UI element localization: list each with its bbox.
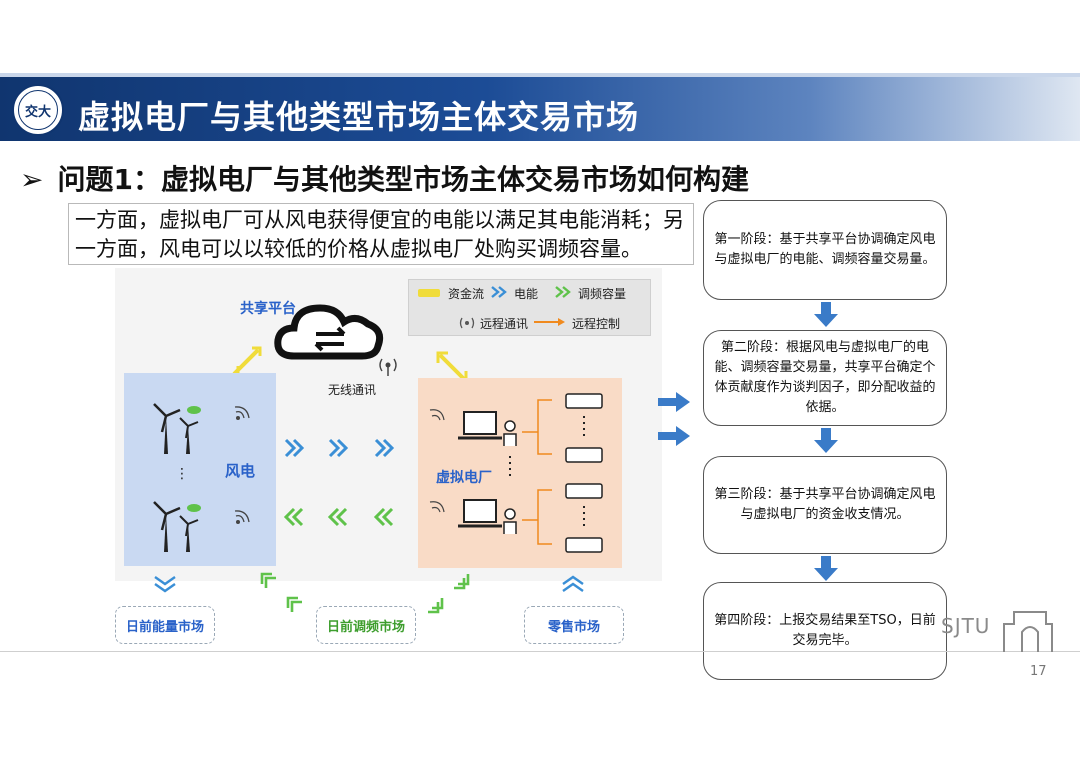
university-logo: 交大 bbox=[12, 84, 64, 136]
question-text: 问题1：虚拟电厂与其他类型市场主体交易市场如何构建 bbox=[57, 163, 749, 196]
footer-divider bbox=[0, 651, 1080, 652]
freq-market-arrows-right bbox=[424, 570, 472, 616]
legend-capital-flow: 资金流 bbox=[448, 285, 484, 302]
legend-freq-capacity: 调频容量 bbox=[578, 285, 626, 302]
flow-arrow-3 bbox=[814, 556, 838, 582]
flow-stage-3: 第三阶段：基于共享平台协调确定风电与虚拟电厂的资金收支情况。 bbox=[703, 456, 947, 554]
question-heading: ➢ 问题1：虚拟电厂与其他类型市场主体交易市场如何构建 bbox=[20, 158, 749, 198]
flow-arrow-1 bbox=[814, 302, 838, 328]
description-box: 一方面，虚拟电厂可从风电获得便宜的电能以满足其电能消耗；另一方面，风电可以以较低… bbox=[68, 203, 694, 265]
flow-stage-2: 第二阶段：根据风电与虚拟电厂的电能、调频容量交易量，共享平台确定个体贡献度作为谈… bbox=[703, 330, 947, 426]
remote-control-legend-icon bbox=[533, 317, 567, 327]
legend-energy: 电能 bbox=[514, 285, 538, 302]
retail-market: 零售市场 bbox=[524, 606, 624, 644]
bullet-arrow-icon: ➢ bbox=[20, 163, 43, 196]
vpp-label: 虚拟电厂 bbox=[436, 467, 492, 487]
wind-signal-icon-2 bbox=[232, 508, 252, 528]
page-number: 17 bbox=[1030, 664, 1047, 679]
freq-market-arrows-left bbox=[258, 570, 318, 616]
remote-comm-legend-icon bbox=[456, 314, 478, 330]
day-ahead-freq-market: 日前调频市场 bbox=[316, 606, 416, 644]
energy-market-down-arrow bbox=[152, 574, 178, 594]
wind-ellipsis: ⋮ bbox=[175, 466, 189, 482]
wind-turbine-icon bbox=[146, 398, 206, 456]
cloud-icon bbox=[272, 300, 388, 366]
legend-remote-control: 远程控制 bbox=[572, 315, 620, 332]
legend-remote-comm: 远程通讯 bbox=[480, 315, 528, 332]
freq-capacity-flow-arrows bbox=[282, 505, 406, 529]
capital-flow-legend-icon bbox=[418, 287, 442, 299]
footer-brand: SJTU bbox=[941, 614, 990, 638]
energy-legend-icon bbox=[490, 285, 508, 299]
flow-arrow-2 bbox=[814, 428, 838, 454]
wireless-antenna-icon bbox=[376, 355, 400, 377]
freq-capacity-legend-icon bbox=[554, 285, 572, 299]
wind-signal-icon bbox=[232, 404, 252, 424]
retail-market-up-arrow bbox=[560, 574, 586, 594]
flow-stage-1: 第一阶段：基于共享平台协调确定风电与虚拟电厂的电能、调频容量交易量。 bbox=[703, 200, 947, 300]
logo-emblem: 交大 bbox=[18, 90, 58, 130]
page-title: 虚拟电厂与其他类型市场主体交易市场 bbox=[78, 92, 639, 138]
to-flowchart-arrows bbox=[656, 390, 692, 450]
wireless-label: 无线通讯 bbox=[328, 381, 376, 398]
wind-power-label: 风电 bbox=[225, 460, 255, 481]
wind-turbine-icon-2 bbox=[146, 496, 206, 554]
energy-flow-arrows bbox=[282, 436, 406, 460]
gate-logo-icon bbox=[1000, 604, 1056, 654]
flow-stage-4: 第四阶段：上报交易结果至TSO，日前交易完毕。 bbox=[703, 582, 947, 680]
day-ahead-energy-market: 日前能量市场 bbox=[115, 606, 215, 644]
